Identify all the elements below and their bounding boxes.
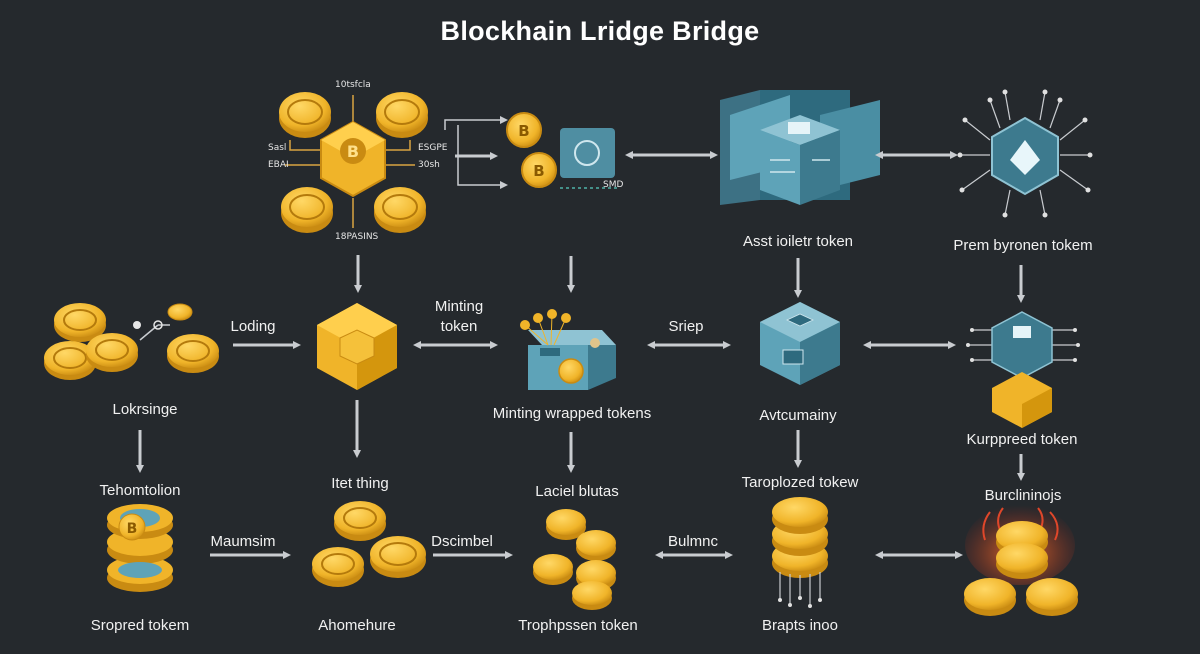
- svg-text:B: B: [518, 122, 529, 140]
- label-maumsim: Maumsim: [210, 533, 276, 550]
- coin-pile-icon: [533, 509, 616, 610]
- coin-stack-bitcoin-icon: B: [107, 504, 173, 592]
- label-loding: Loding: [230, 318, 276, 335]
- chip-on-gold-block-icon: [966, 311, 1080, 428]
- tiny-label-left-1: Sasl: [268, 143, 287, 153]
- coin-cluster-top: B: [279, 92, 428, 233]
- label-burclininojs: Burclininojs: [984, 487, 1062, 504]
- bitcoin-hexagon-icon: B: [320, 120, 386, 198]
- tiny-label-smd: SMD: [603, 180, 624, 190]
- label-minting-token: Minting token: [434, 298, 484, 335]
- bitcoin-coin-icon: B: [506, 112, 542, 148]
- bitcoin-coin-icon: B: [521, 152, 557, 188]
- label-kurppreed: Kurppreed token: [966, 431, 1078, 448]
- circuit-chip-icon: [957, 89, 1093, 218]
- label-itetching: Itet thing: [331, 475, 389, 492]
- tiny-label-right-1: ESGPE: [418, 143, 448, 153]
- teal-block-icon: [560, 128, 620, 189]
- coin-pile-left-icon: [44, 303, 219, 380]
- teal-cube-cluster-icon: [720, 90, 880, 205]
- tiny-label-top: 10tsfcla: [335, 80, 371, 90]
- circuit-lines: [285, 95, 415, 228]
- label-sropred: Sropred tokem: [90, 617, 190, 634]
- label-prem-token: Prem byronen tokem: [953, 237, 1093, 254]
- diagram-title: Blockhain Lridge Bridge: [440, 16, 760, 46]
- label-laciel: Laciel blutas: [535, 483, 619, 500]
- label-sriep: Sriep: [668, 318, 704, 335]
- label-minting-wrapped: Minting wrapped tokens: [492, 405, 652, 422]
- coin-icon: [279, 92, 331, 138]
- tiny-label-bottom: 18PASINS: [335, 232, 379, 242]
- coin-icon: [374, 187, 426, 233]
- label-bulmnc: Bulmnc: [667, 533, 719, 550]
- tiny-label-right-2: 30sh: [418, 160, 440, 170]
- connector-arrow: [457, 125, 508, 189]
- svg-text:B: B: [347, 142, 359, 161]
- label-tehomtolion: Tehomtolion: [99, 482, 181, 499]
- label-avtcumainy: Avtcumainy: [759, 407, 837, 424]
- coin-stack-circuit-icon: [772, 497, 828, 608]
- svg-text:B: B: [127, 521, 138, 537]
- label-trophpssen: Trophpssen token: [518, 617, 638, 634]
- tiny-label-left-2: EBAI: [268, 160, 289, 170]
- label-ahomehure: Ahomehure: [318, 617, 396, 634]
- coin-icon: [376, 92, 428, 138]
- label-dscimbel: Dscimbel: [431, 533, 493, 550]
- connector-arrow: [444, 116, 508, 130]
- label-brapts: Brapts inoo: [762, 617, 838, 634]
- burning-coins-icon: [964, 505, 1078, 616]
- label-taroplozed: Taroplozed tokew: [741, 474, 859, 491]
- svg-text:B: B: [533, 162, 544, 180]
- teal-cube-icon: [760, 302, 840, 385]
- coin-pile-icon: [312, 501, 426, 587]
- minting-machine-icon: [520, 309, 616, 390]
- coin-icon: [281, 187, 333, 233]
- label-asset-token: Asst ioiletr token: [742, 233, 854, 250]
- label-lokrsinge: Lokrsinge: [112, 401, 178, 418]
- gold-cube-icon: [317, 303, 397, 390]
